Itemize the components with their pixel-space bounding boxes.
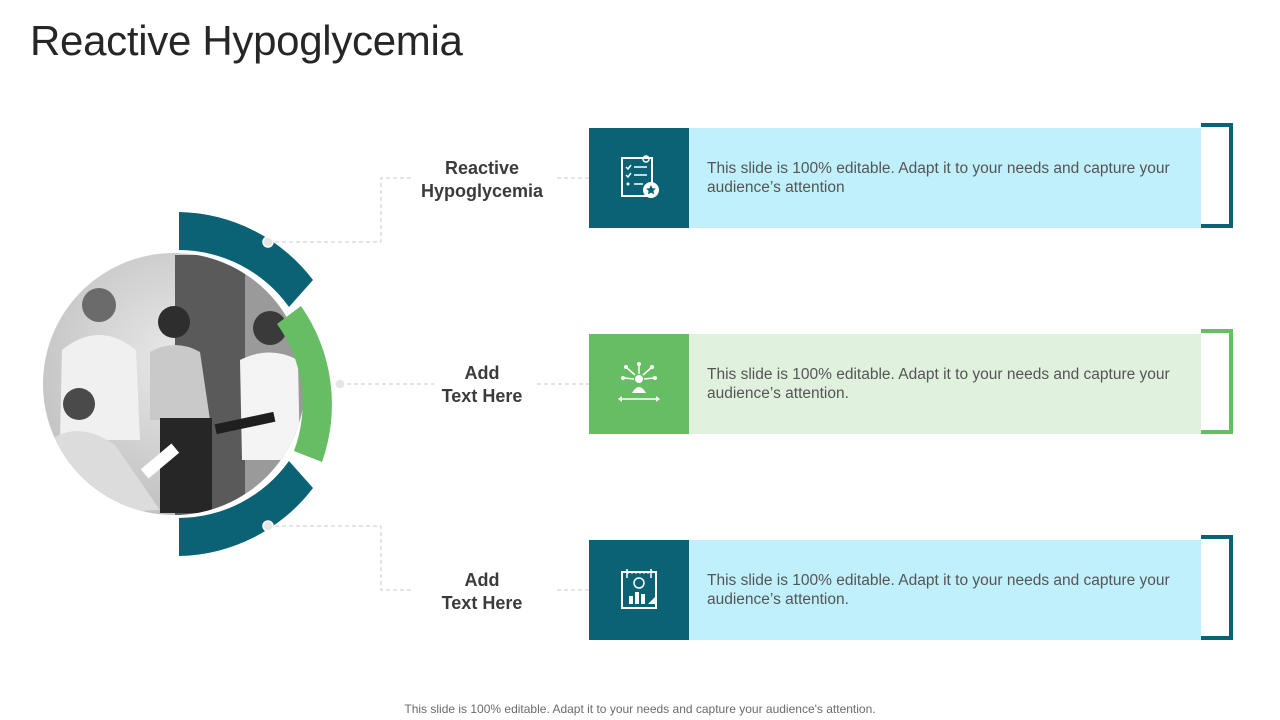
- item-row-1: This slide is 100% editable. Adapt it to…: [589, 123, 1239, 228]
- connector-lines: [268, 177, 589, 591]
- connector-dot: [262, 520, 274, 532]
- item-text-box: This slide is 100% editable. Adapt it to…: [689, 540, 1201, 640]
- item-bracket: [1201, 329, 1233, 434]
- item-label-line: Text Here: [441, 593, 523, 613]
- blueprint-chart-icon: [589, 540, 689, 640]
- item-label-line: Add: [464, 363, 500, 383]
- item-label-line: Reactive: [444, 158, 520, 178]
- item-label-3: Add Text Here: [402, 569, 562, 615]
- slide-title: Reactive Hypoglycemia: [30, 17, 463, 64]
- item-text-box: This slide is 100% editable. Adapt it to…: [689, 334, 1201, 434]
- checklist-star-icon: [589, 128, 689, 228]
- item-label-line: Hypoglycemia: [420, 181, 544, 201]
- item-row-2: This slide is 100% editable. Adapt it to…: [589, 329, 1239, 434]
- item-label-1: Reactive Hypoglycemia: [402, 157, 562, 203]
- connector-dot: [262, 236, 274, 248]
- person-network-icon: [589, 334, 689, 434]
- item-text-box: This slide is 100% editable. Adapt it to…: [689, 128, 1201, 228]
- item-label-2: Add Text Here: [402, 362, 562, 408]
- item-bracket: [1201, 123, 1233, 228]
- arc-middle: [277, 306, 332, 462]
- item-description: This slide is 100% editable. Adapt it to…: [707, 160, 1170, 196]
- item-label-line: Text Here: [441, 386, 523, 406]
- item-row-3: This slide is 100% editable. Adapt it to…: [589, 535, 1239, 640]
- item-description: This slide is 100% editable. Adapt it to…: [707, 572, 1170, 608]
- team-photo: [43, 253, 305, 515]
- connector-dot: [334, 378, 346, 390]
- footer-note: This slide is 100% editable. Adapt it to…: [404, 702, 876, 716]
- item-description: This slide is 100% editable. Adapt it to…: [707, 366, 1170, 402]
- item-bracket: [1201, 535, 1233, 640]
- item-label-line: Add: [464, 570, 500, 590]
- arc-bottom: [179, 461, 313, 556]
- arc-top: [179, 212, 313, 307]
